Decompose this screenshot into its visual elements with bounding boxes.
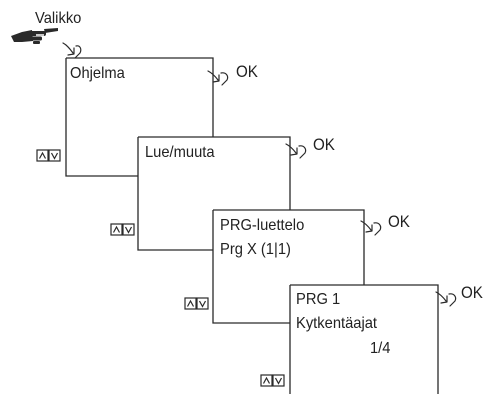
screen-frame-prg-luettelo [212, 209, 365, 324]
screen-prg-1-line-2: Kytkentäajat [296, 315, 378, 332]
arrow-keys-prg-luettelo[interactable] [184, 297, 209, 310]
arrow-keys-lue-muuta[interactable] [110, 223, 135, 236]
arrow-keys-ohjelma[interactable] [36, 149, 61, 162]
screen-prg-1-line-1: PRG 1 [296, 291, 341, 308]
screen-prg-luettelo-line-2: Prg X (1|1) [220, 241, 291, 258]
arrow-keys-prg-1[interactable] [260, 374, 285, 387]
screen-frame-prg-1 [289, 284, 439, 394]
screen-prg-luettelo-line-1: PRG-luettelo [220, 217, 305, 234]
curved-arrow-icon [435, 291, 457, 307]
curved-arrow-icon [207, 70, 229, 86]
ok-label-4: OK [461, 284, 483, 302]
screen-lue-muuta-line-1: Lue/muuta [145, 144, 215, 161]
menu-label: Valikko [35, 10, 82, 27]
ok-label-1: OK [236, 63, 258, 81]
screen-ohjelma-line-1: Ohjelma [70, 65, 125, 82]
screen-frame-lue-muuta [137, 136, 291, 251]
curved-arrow-icon [285, 143, 307, 159]
hand-pointer-icon [11, 28, 58, 44]
curved-arrow-icon [62, 42, 82, 59]
curved-arrow-icon [360, 220, 382, 236]
ok-label-2: OK [313, 136, 335, 154]
screen-prg-1-line-3: 1/4 [370, 340, 391, 357]
screen-frame-ohjelma [65, 57, 214, 177]
ok-label-3: OK [388, 213, 410, 231]
